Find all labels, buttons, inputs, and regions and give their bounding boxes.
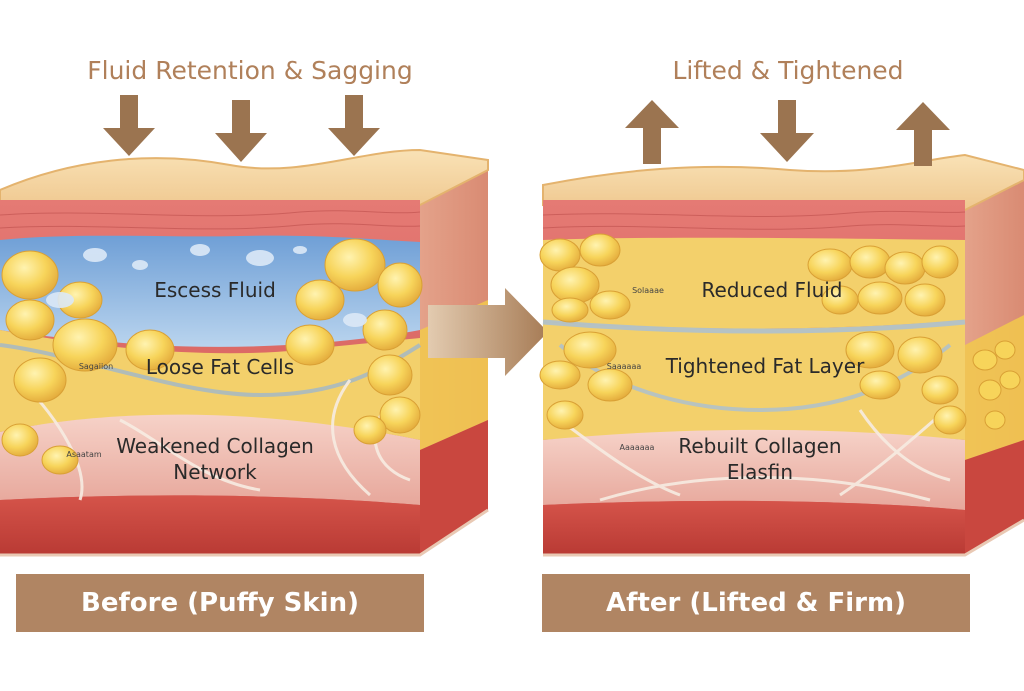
after-label-collagen-line1: Rebuilt Collagen xyxy=(678,434,842,458)
after-collagen-fibers xyxy=(559,409,951,502)
before-arrow-3-down-icon xyxy=(328,95,380,156)
after-arrows xyxy=(625,100,950,166)
before-arrow-2-down-icon xyxy=(215,100,267,162)
before-fluid-bubbles xyxy=(46,244,367,327)
before-label-collagen-line1: Weakened Collagen xyxy=(116,434,314,458)
before-collagen-layer xyxy=(0,414,420,505)
before-arrow-1-down-icon xyxy=(103,95,155,156)
after-tiny-label-collagen: Aaaaaaa xyxy=(619,443,655,452)
after-dermis-texture xyxy=(542,210,966,230)
after-fat-cells xyxy=(539,233,967,435)
before-label-fat: Loose Fat Cells xyxy=(145,355,295,379)
after-label-fluid: Reduced Fluid xyxy=(701,278,843,302)
after-fascia-line-upper xyxy=(542,319,966,334)
before-down-arrows xyxy=(103,95,380,162)
after-side-fat-cells xyxy=(972,340,1021,430)
after-arrow-2-down-icon xyxy=(760,100,814,162)
after-caption: After (Lifted & Firm) xyxy=(542,574,970,632)
after-block-bottom xyxy=(543,518,1024,557)
after-label-collagen-line2: Elasfin xyxy=(726,460,794,484)
after-skin-block xyxy=(539,153,1024,557)
after-tiny-label-fluid: Solaaae xyxy=(632,286,664,295)
before-caption: Before (Puffy Skin) xyxy=(16,574,424,632)
after-heading: Lifted & Tightened xyxy=(672,56,904,85)
before-label-fluid: Escess Fluid xyxy=(154,278,276,302)
after-side-muscle xyxy=(965,440,1024,555)
before-muscle-layer xyxy=(0,495,420,555)
after-arrow-3-up-icon xyxy=(896,102,950,166)
before-tiny-label-collagen: Asaatam xyxy=(66,450,102,459)
before-block-bottom xyxy=(0,508,489,557)
before-label-collagen-line2: Network xyxy=(173,460,257,484)
transition-arrow-icon xyxy=(428,288,548,376)
after-tiny-label-fat: Saaaaaa xyxy=(606,362,642,371)
before-dermis-texture xyxy=(0,210,421,230)
after-arrow-1-up-icon xyxy=(625,100,679,164)
after-muscle-layer xyxy=(543,500,965,555)
before-fat-cells xyxy=(1,238,423,475)
after-label-fat: Tightened Fat Layer xyxy=(665,354,865,378)
after-collagen-layer xyxy=(543,429,965,510)
before-tiny-label-fat: Sagaiion xyxy=(78,362,114,371)
before-skin-block xyxy=(0,148,489,557)
before-heading: Fluid Retention & Sagging xyxy=(87,56,413,85)
